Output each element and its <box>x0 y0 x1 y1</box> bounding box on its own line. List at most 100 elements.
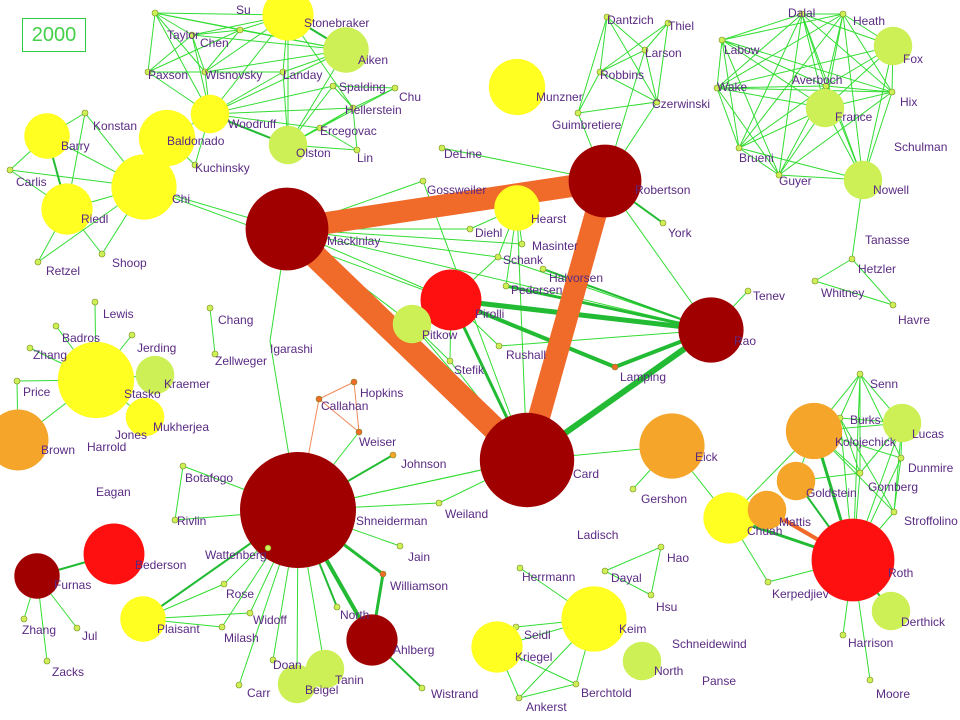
node-chang[interactable] <box>206 304 214 312</box>
node-stefik[interactable] <box>446 357 454 365</box>
node-retzel[interactable] <box>34 258 42 266</box>
node-herrmann[interactable] <box>516 564 524 572</box>
node-weiland[interactable] <box>435 499 443 507</box>
node-robertson[interactable] <box>568 144 642 218</box>
node-paxson[interactable] <box>144 68 152 76</box>
node-wake[interactable] <box>713 84 721 92</box>
node-kraemer[interactable] <box>135 355 175 395</box>
node-shoop[interactable] <box>98 250 106 258</box>
node-pitkow[interactable] <box>392 304 432 344</box>
node-kuchinsky[interactable] <box>191 161 199 169</box>
node-wisnovsky[interactable] <box>201 68 209 76</box>
node-keim[interactable] <box>561 586 627 652</box>
node-jain[interactable] <box>396 542 404 550</box>
node-brown[interactable] <box>0 409 49 471</box>
node-mukherjea[interactable] <box>125 397 165 437</box>
node-chu[interactable] <box>391 84 399 92</box>
node-carlis[interactable] <box>6 166 14 174</box>
node-badros[interactable] <box>52 322 60 330</box>
node-ankerst[interactable] <box>515 694 523 702</box>
node-whitney[interactable] <box>811 277 819 285</box>
node-hellerstein[interactable] <box>349 104 357 112</box>
node-chen[interactable] <box>188 31 196 39</box>
node-moore[interactable] <box>866 676 874 684</box>
node-baldonado[interactable] <box>138 109 196 167</box>
node-card[interactable] <box>479 412 575 508</box>
node-woodruff[interactable] <box>190 94 230 134</box>
node-eick[interactable] <box>639 413 705 479</box>
node-thiel[interactable] <box>664 19 672 27</box>
node-pirolli[interactable] <box>420 269 482 331</box>
node-masinter[interactable] <box>518 240 526 248</box>
node-price[interactable] <box>13 377 21 385</box>
node-diehl[interactable] <box>466 225 474 233</box>
node-rushall[interactable] <box>495 342 503 350</box>
node-dantzich[interactable] <box>603 13 611 21</box>
node-konstan[interactable] <box>81 109 89 117</box>
node-rose[interactable] <box>220 580 228 588</box>
node-gomberg[interactable] <box>856 469 864 477</box>
node-lucas[interactable] <box>882 403 922 443</box>
node-rao[interactable] <box>678 297 744 363</box>
node-beigel[interactable] <box>277 664 317 704</box>
node-stonebraker[interactable] <box>262 0 314 41</box>
node-zellweger[interactable] <box>211 350 219 358</box>
node-widoff[interactable] <box>246 609 254 617</box>
node-doan[interactable] <box>269 656 277 664</box>
node-roth[interactable] <box>811 518 895 602</box>
node-milash[interactable] <box>218 623 226 631</box>
node-czerwinski[interactable] <box>653 98 661 106</box>
node-munzner[interactable] <box>488 58 546 116</box>
node-shneiderman[interactable] <box>240 452 356 568</box>
node-furnas[interactable] <box>14 553 60 599</box>
node-guimbretiere[interactable] <box>574 109 582 117</box>
node-jerding[interactable] <box>128 331 136 339</box>
node-pedersen[interactable] <box>502 282 510 290</box>
node-kerpedjiev[interactable] <box>764 578 772 586</box>
node-nowell[interactable] <box>843 160 883 200</box>
node-taylor[interactable] <box>151 9 159 17</box>
node-landay[interactable] <box>279 68 287 76</box>
node-zhang2[interactable] <box>20 615 28 623</box>
node-deline[interactable] <box>438 144 446 152</box>
node-dayal[interactable] <box>601 567 609 575</box>
node-dunmire[interactable] <box>897 454 905 462</box>
node-callahan[interactable] <box>315 395 323 403</box>
node-halvorsen[interactable] <box>539 265 547 273</box>
node-carr[interactable] <box>235 681 243 689</box>
node-williamson[interactable] <box>379 570 387 578</box>
node-hetzler[interactable] <box>848 255 856 263</box>
node-johnson[interactable] <box>389 451 397 459</box>
node-stroffolino[interactable] <box>890 508 898 516</box>
node-lamping[interactable] <box>611 363 619 371</box>
node-north1[interactable] <box>333 603 341 611</box>
node-schank[interactable] <box>494 253 502 261</box>
node-zacks[interactable] <box>43 657 51 665</box>
node-guyer[interactable] <box>775 171 783 179</box>
node-spalding[interactable] <box>329 82 337 90</box>
node-heath[interactable] <box>839 10 847 18</box>
node-robbins[interactable] <box>596 68 604 76</box>
node-gershon[interactable] <box>629 485 637 493</box>
node-ahlberg[interactable] <box>346 614 398 666</box>
node-chi[interactable] <box>111 154 177 220</box>
node-lewis[interactable] <box>91 298 99 306</box>
node-su[interactable] <box>236 26 244 34</box>
node-hao[interactable] <box>657 543 665 551</box>
node-brueni[interactable] <box>735 144 743 152</box>
node-derthick[interactable] <box>871 591 911 631</box>
node-hopkins[interactable] <box>350 378 358 386</box>
node-havre[interactable] <box>889 301 897 309</box>
node-north2[interactable] <box>622 641 662 681</box>
node-tenev[interactable] <box>744 287 752 295</box>
node-york[interactable] <box>659 219 667 227</box>
node-ercegovac[interactable] <box>316 124 324 132</box>
node-plaisant[interactable] <box>120 596 166 642</box>
node-wistrand[interactable] <box>418 684 426 692</box>
node-riedl[interactable] <box>41 183 93 235</box>
node-weiser[interactable] <box>355 428 363 436</box>
node-rivlin[interactable] <box>171 516 179 524</box>
node-barry[interactable] <box>24 113 70 159</box>
node-dalal[interactable] <box>798 10 806 18</box>
node-wattenberg[interactable] <box>264 544 272 552</box>
